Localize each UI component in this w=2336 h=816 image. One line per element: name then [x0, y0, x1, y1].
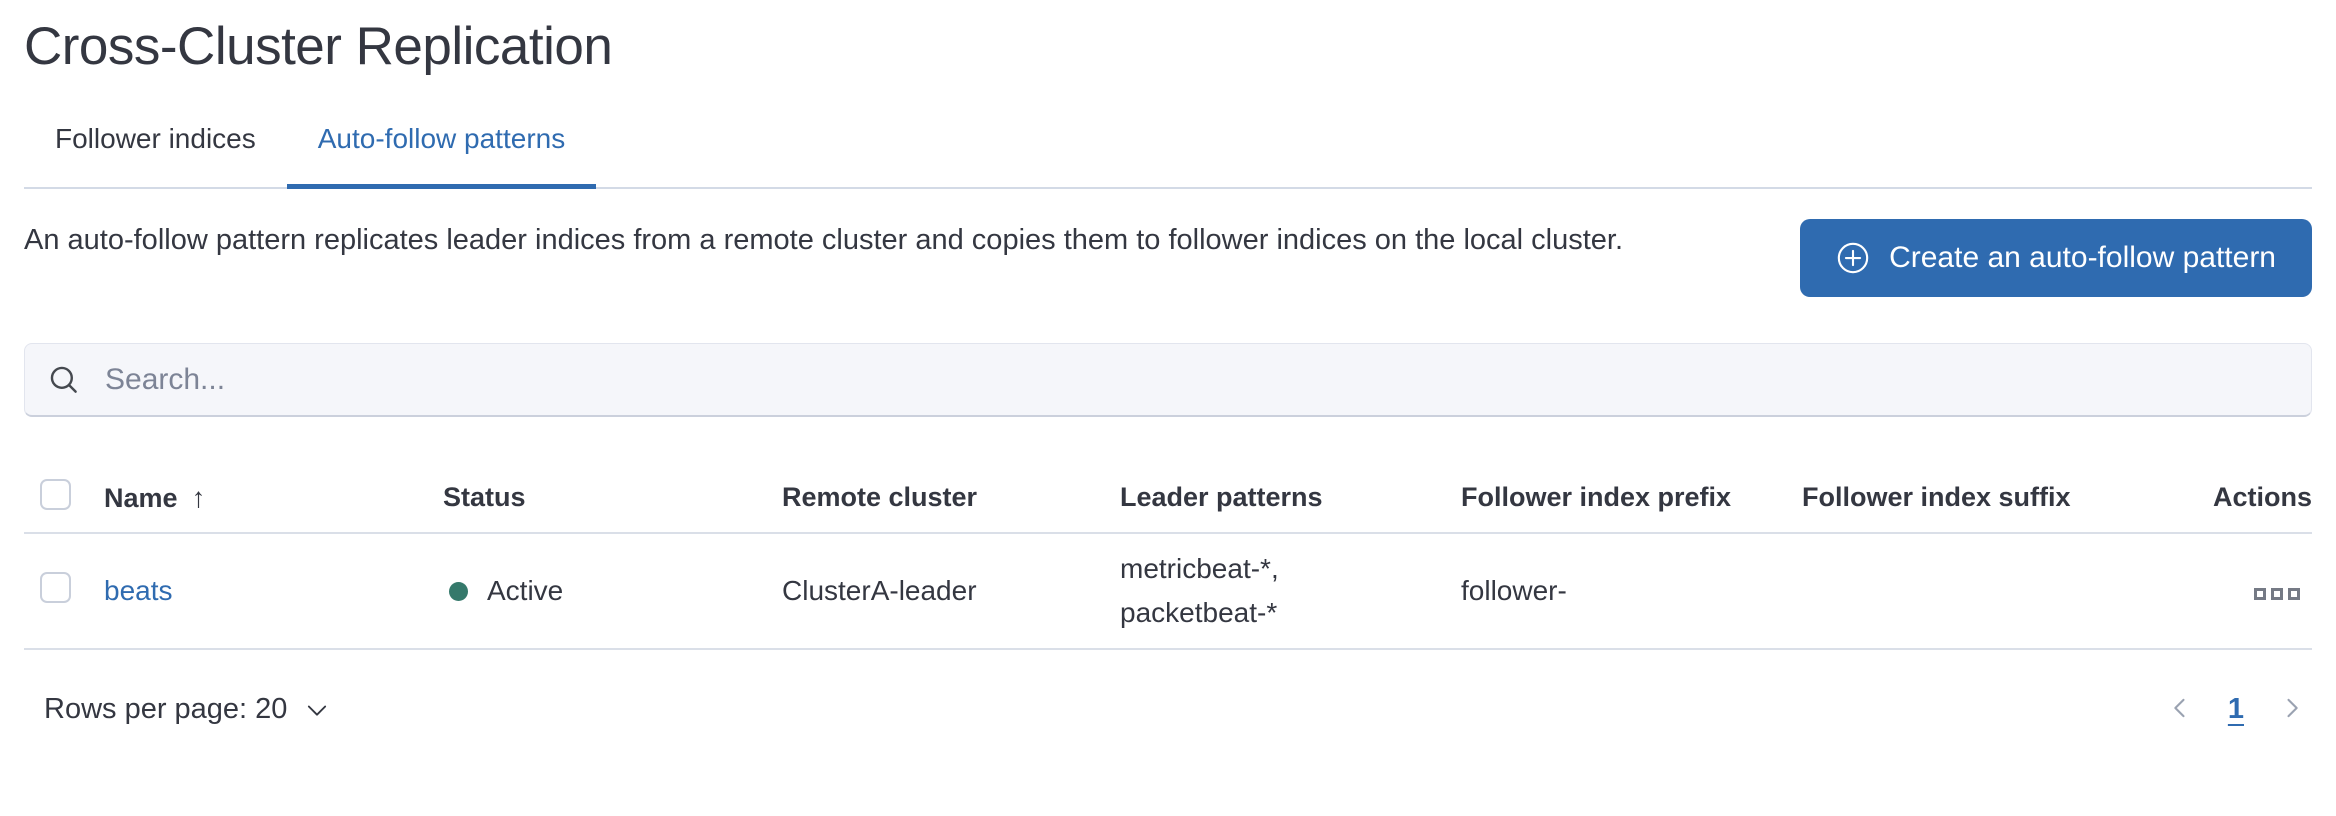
column-header-actions: Actions — [2212, 482, 2312, 512]
chevron-down-icon — [303, 696, 331, 724]
column-header-follower-index-suffix: Follower index suffix — [1802, 482, 2071, 512]
table-header-row: Name ↑ Status Remote cluster Leader patte… — [24, 463, 2312, 533]
follower-index-prefix-cell: follower- — [1461, 575, 1567, 606]
status-cell: Active — [443, 575, 782, 607]
page-title: Cross-Cluster Replication — [24, 17, 613, 76]
page-number-1[interactable]: 1 — [2227, 693, 2244, 725]
next-page-button[interactable] — [2274, 690, 2310, 729]
pattern-name-link[interactable]: beats — [104, 575, 173, 606]
tabs: Follower indices Auto-follow patterns — [24, 123, 2312, 189]
create-auto-follow-pattern-button[interactable]: Create an auto-follow pattern — [1800, 219, 2312, 297]
rows-per-page-label: Rows per page: 20 — [44, 693, 288, 725]
column-header-name-label: Name — [104, 482, 178, 513]
create-button-label: Create an auto-follow pattern — [1889, 241, 2276, 274]
table-footer: Rows per page: 20 1 — [24, 690, 2312, 729]
plus-in-circle-icon — [1836, 241, 1870, 275]
leader-patterns-cell: metricbeat-*, packetbeat-* — [1120, 533, 1461, 649]
pagination: 1 — [2162, 690, 2310, 729]
chevron-right-icon — [2278, 694, 2306, 725]
leader-pattern-line: packetbeat-* — [1120, 597, 1278, 628]
search-input[interactable] — [103, 361, 2289, 398]
search-bar[interactable] — [24, 343, 2312, 417]
row-checkbox[interactable] — [40, 572, 71, 603]
previous-page-button[interactable] — [2162, 690, 2198, 729]
leader-pattern-line: metricbeat-*, — [1120, 553, 1279, 584]
search-icon — [47, 363, 81, 397]
sort-ascending-icon: ↑ — [191, 481, 206, 513]
column-header-status: Status — [443, 482, 526, 512]
follower-index-suffix-cell — [1802, 533, 2124, 649]
boxes-horizontal-icon — [2271, 588, 2283, 600]
cross-cluster-replication-page: Cross-Cluster Replication Follower indic… — [0, 16, 2336, 729]
column-header-follower-index-prefix: Follower index prefix — [1461, 482, 1732, 512]
table-row: beats Active ClusterA-leader metricbeat-… — [24, 533, 2312, 649]
header-row: An auto-follow pattern replicates leader… — [24, 215, 2312, 297]
status-active-dot-icon — [449, 581, 468, 601]
column-header-leader-patterns: Leader patterns — [1120, 482, 1323, 512]
tab-follower-indices[interactable]: Follower indices — [55, 123, 256, 154]
column-header-remote-cluster: Remote cluster — [782, 482, 978, 512]
boxes-horizontal-icon — [2288, 588, 2300, 600]
select-all-checkbox[interactable] — [40, 478, 71, 510]
row-actions-button[interactable] — [2248, 582, 2306, 606]
auto-follow-patterns-table: Name ↑ Status Remote cluster Leader patte… — [24, 463, 2312, 650]
chevron-left-icon — [2166, 694, 2194, 725]
boxes-horizontal-icon — [2254, 588, 2266, 600]
rows-per-page-button[interactable]: Rows per page: 20 — [44, 693, 331, 726]
column-header-name[interactable]: Name ↑ — [104, 463, 443, 533]
tab-auto-follow-patterns[interactable]: Auto-follow patterns — [286, 123, 597, 189]
status-label: Active — [487, 575, 564, 606]
remote-cluster-cell: ClusterA-leader — [782, 575, 977, 606]
page-description: An auto-follow pattern replicates leader… — [24, 224, 1624, 256]
